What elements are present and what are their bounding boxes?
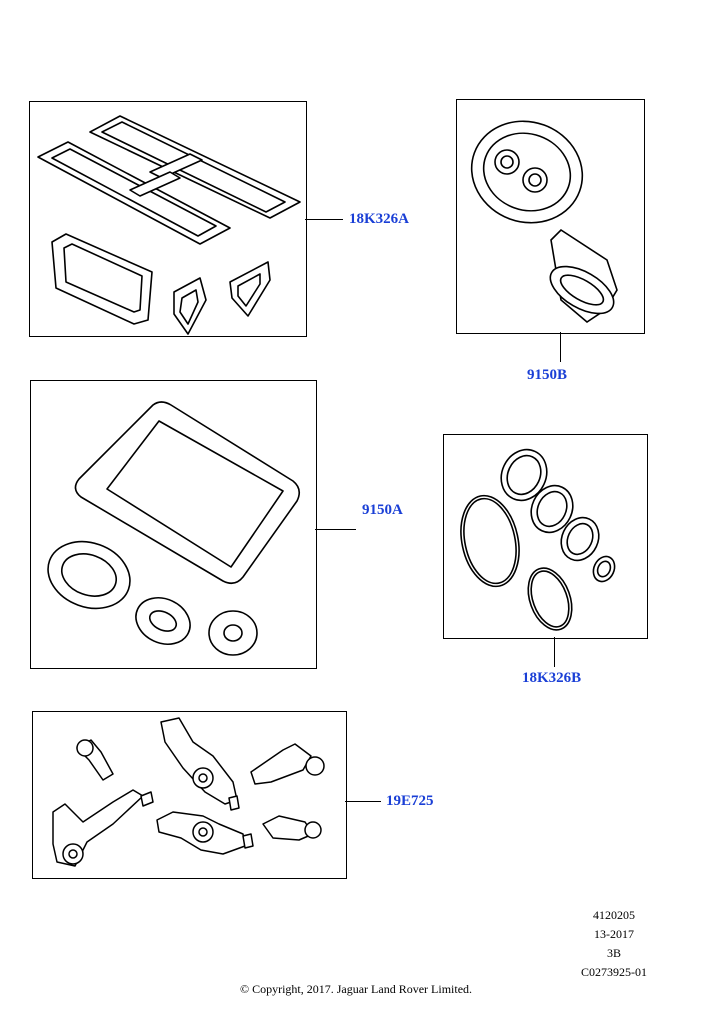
illustration-date: 13-2017: [594, 927, 634, 941]
leader-line-18k326a: [305, 219, 343, 220]
panel-18k326b: [443, 434, 648, 639]
grommet-illustration: [470, 120, 618, 323]
leader-line-9150a: [315, 529, 356, 530]
seal-frames-illustration: [37, 115, 301, 335]
panel-18k326a: [29, 101, 307, 337]
large-seal-illustration: [47, 401, 301, 656]
illustration-reference: C0273925-01: [581, 965, 647, 979]
callout-18k326a[interactable]: 18K326A: [349, 211, 409, 227]
illustration-number: 4120205: [593, 908, 635, 922]
actuator-arm-illustration: [52, 717, 325, 867]
o-ring-illustration: [460, 448, 616, 631]
panel-19e725: [32, 711, 347, 879]
leader-line-18k326b: [554, 637, 555, 667]
callout-18k326b[interactable]: 18K326B: [522, 670, 582, 686]
callout-19e725[interactable]: 19E725: [386, 793, 434, 809]
panel-9150b: [456, 99, 645, 334]
illustration-revision: 3B: [606, 946, 621, 960]
leader-line-9150b: [560, 332, 561, 362]
callout-9150a[interactable]: 9150A: [362, 502, 403, 518]
callout-9150b[interactable]: 9150B: [527, 367, 568, 383]
leader-line-19e725: [345, 801, 381, 802]
copyright-notice: © Copyright, 2017. Jaguar Land Rover Lim…: [239, 982, 473, 996]
panel-9150a: [30, 380, 317, 669]
